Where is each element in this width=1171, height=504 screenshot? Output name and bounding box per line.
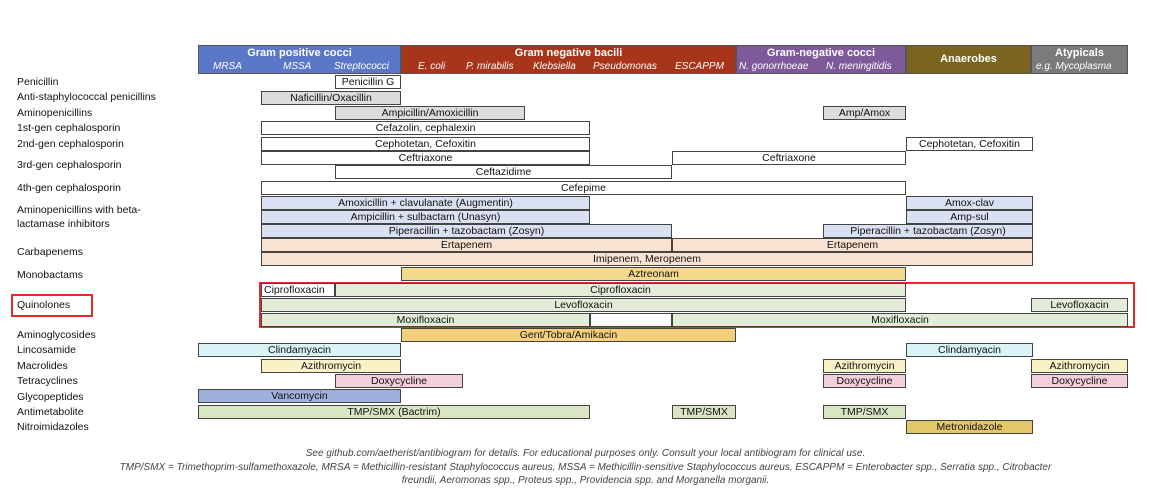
bar-ceftriaxone-2: Ceftriaxone	[672, 151, 906, 165]
bar-zosyn-1: Piperacillin + tazobactam (Zosyn)	[261, 224, 672, 238]
row-label-bli-2: lactamase inhibitors	[17, 218, 110, 230]
row-label-macrolides: Macrolides	[17, 360, 68, 372]
bar-clinda-2: Clindamyacin	[906, 343, 1033, 357]
bar-levo-2: Levofloxacin	[1031, 298, 1128, 312]
row-label-third-gen: 3rd-gen cephalosporin	[17, 159, 122, 171]
bar-cipro-1: Ciprofloxacin	[261, 283, 335, 297]
header-title: Gram negative bacili	[514, 47, 623, 59]
bar-doxy-1: Doxycycline	[335, 374, 463, 388]
row-label-first-gen: 1st-gen cephalosporin	[17, 122, 121, 134]
header-sub-klebsiella: Klebsiella	[533, 61, 576, 72]
header-sub-ecoli: E. coli	[418, 61, 446, 72]
row-label-antimetabolite: Antimetabolite	[17, 406, 84, 418]
header-anaerobes: Anaerobes	[906, 45, 1031, 74]
bar-unasyn: Ampicillin + sulbactam (Unasyn)	[261, 210, 590, 224]
quinolones-label-highlight	[11, 294, 93, 317]
row-label-nitroimidazoles: Nitroimidazoles	[17, 421, 89, 433]
bar-tmp-1: TMP/SMX (Bactrim)	[198, 405, 590, 419]
bar-cipro-2: Ciprofloxacin	[335, 283, 906, 297]
header-sub-pmirabilis: P. mirabilis	[466, 61, 514, 72]
bar-moxi-2: Moxifloxacin	[672, 313, 1128, 327]
bar-ceftriaxone-1: Ceftriaxone	[261, 151, 590, 165]
bar-cephotetan: Cephotetan, Cefoxitin	[261, 137, 590, 151]
header-sub-mrsa: MRSA	[213, 61, 242, 72]
bar-cephotetan-anaerobe: Cephotetan, Cefoxitin	[906, 137, 1033, 151]
footer-abbreviations-cont: freundii, Aeromonas spp., Proteus spp., …	[401, 475, 770, 486]
bar-gent: Gent/Tobra/Amikacin	[401, 328, 736, 342]
row-label-fourth-gen: 4th-gen cephalosporin	[17, 182, 121, 194]
bar-amox-clav: Amox-clav	[906, 196, 1033, 210]
bar-moxi-gap	[590, 313, 672, 327]
bar-nafcillin: Naficillin/Oxacillin	[261, 91, 401, 105]
footer-note: See github.com/aetherist/antibiogram for…	[305, 448, 866, 459]
header-gram-positive-cocci: Gram positive cocci MRSA MSSA Streptococ…	[198, 45, 401, 74]
bar-ertapenem-2: Ertapenem	[672, 238, 1033, 252]
bar-moxi-1: Moxifloxacin	[261, 313, 590, 327]
row-label-aminoglycosides: Aminoglycosides	[17, 329, 96, 341]
bar-tmp-2: TMP/SMX	[672, 405, 736, 419]
bar-doxy-2: Doxycycline	[823, 374, 906, 388]
header-atypicals: Atypicals e.g. Mycoplasma	[1031, 45, 1128, 74]
bar-tmp-3: TMP/SMX	[823, 405, 906, 419]
bar-zosyn-2: Piperacillin + tazobactam (Zosyn)	[823, 224, 1033, 238]
row-label-penicillin: Penicillin	[17, 76, 59, 88]
bar-clinda-1: Clindamyacin	[198, 343, 401, 357]
row-label-quinolones: Quinolones	[17, 299, 71, 311]
header-sub-pseudomonas: Pseudomonas	[593, 61, 657, 72]
bar-ertapenem-1: Ertapenem	[261, 238, 672, 252]
header-sub-escappm: ESCAPPM	[675, 61, 724, 72]
row-label-aminopenicillins: Aminopenicillins	[17, 107, 93, 119]
header-sub-streptococci: Streptococci	[334, 61, 390, 72]
row-label-monobactams: Monobactams	[17, 269, 83, 281]
header-title: Atypicals	[1055, 47, 1104, 59]
bar-cefepime: Cefepime	[261, 181, 906, 195]
header-sub-nmeningitidis: N. meningitidis	[826, 61, 892, 72]
bar-amp-amox: Amp/Amox	[823, 106, 906, 120]
header-sub-ngonorrhoeae: N. gonorrhoeae	[739, 61, 809, 72]
bar-penicillin-g: Penicillin G	[335, 75, 401, 89]
bar-ceftazidime: Ceftazidime	[335, 165, 672, 179]
header-gram-negative-bacilli: Gram negative bacili E. coli P. mirabili…	[401, 45, 736, 74]
header-sub-mssa: MSSA	[283, 61, 312, 72]
bar-ampicillin: Ampicillin/Amoxicillin	[335, 106, 525, 120]
bar-doxy-3: Doxycycline	[1031, 374, 1128, 388]
header-sub-mycoplasma: e.g. Mycoplasma	[1036, 61, 1112, 72]
bar-amp-sul: Amp-sul	[906, 210, 1033, 224]
row-label-bli-1: Aminopenicillins with beta-	[17, 204, 141, 216]
header-gram-negative-cocci: Gram-negative cocci N. gonorrhoeae N. me…	[736, 45, 906, 74]
bar-azithro-1: Azithromycin	[261, 359, 401, 373]
row-label-second-gen: 2nd-gen cephalosporin	[17, 138, 124, 150]
bar-metronidazole: Metronidazole	[906, 420, 1033, 434]
footer-abbreviations: TMP/SMX = Trimethoprim-sulfamethoxazole,…	[119, 462, 1052, 473]
row-label-anti-staph: Anti-staphylococcal penicillins	[17, 91, 156, 103]
row-label-glycopeptides: Glycopeptides	[17, 391, 84, 403]
bar-azithro-3: Azithromycin	[1031, 359, 1128, 373]
row-label-carbapenems: Carbapenems	[17, 246, 83, 258]
row-label-tetracyclines: Tetracyclines	[17, 375, 78, 387]
bar-cefazolin: Cefazolin, cephalexin	[261, 121, 590, 135]
bar-azithro-2: Azithromycin	[823, 359, 906, 373]
bar-levo-1: Levofloxacin	[261, 298, 906, 312]
bar-imipenem: Imipenem, Meropenem	[261, 252, 1033, 266]
header-title: Anaerobes	[940, 53, 997, 65]
bar-aztreonam: Aztreonam	[401, 267, 906, 281]
header-title: Gram positive cocci	[247, 47, 352, 59]
header-title: Gram-negative cocci	[766, 47, 876, 59]
row-label-lincosamide: Lincosamide	[17, 344, 76, 356]
bar-vanco: Vancomycin	[198, 389, 401, 403]
bar-augmentin: Amoxicillin + clavulanate (Augmentin)	[261, 196, 590, 210]
